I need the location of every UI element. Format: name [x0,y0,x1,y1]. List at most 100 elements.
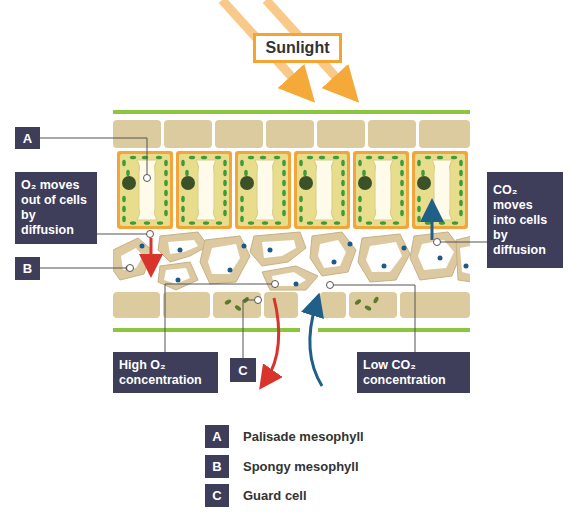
node-text: CO₂ moves into cells by diffusion [493,183,557,258]
callout-letter: C [230,358,256,382]
chloroplast-dots [382,264,387,269]
guard-cell-chloroplasts [364,305,372,312]
chloroplast-dots [464,264,469,269]
sunlight-box: Sunlight [253,33,342,63]
cuticle [318,328,470,332]
lower-epidermis [113,292,470,318]
spongy-cells [200,236,250,284]
chloroplast-dots [268,248,273,253]
guard-cell-chloroplasts [354,298,362,306]
key-letter: BSpongy mesophyll [205,455,229,478]
spongy-vacuoles [262,240,296,258]
spongy-vacuoles [208,244,240,274]
leader-lines [243,300,258,358]
leader-lines [40,138,487,358]
chloroplast-dots [294,282,299,287]
callout-box: O₂ moves out of cells by diffusion [15,172,97,244]
palisade-cells [294,151,350,229]
leader-ends [147,231,154,238]
node-text: Sunlight [266,39,330,57]
upper-epidermis [113,120,470,148]
guard-cell-chloroplasts [224,299,232,306]
spongy-cells [456,236,470,282]
palisade-cells [353,151,409,229]
leader-ends [327,282,334,289]
guard-cell-chloroplasts [224,296,380,312]
upper-epidermis [368,120,416,148]
leader-lines [97,234,150,235]
cuticle [113,110,470,114]
upper-epidermis [317,120,365,148]
leader-ends [255,297,262,304]
leader-ends [127,175,441,304]
node-text: A [212,429,221,444]
chloroplast-dots [176,278,181,283]
leader-ends [144,175,151,182]
leader-lines [165,284,275,352]
key-description: Guard cell [243,484,307,507]
chloroplast-dots [178,248,183,253]
lower-epidermis [264,292,298,318]
palisade-cells [117,151,468,229]
lower-epidermis [213,292,261,318]
leader-lines [330,285,415,352]
spongy-cells [113,232,470,290]
gas-arrows [266,298,279,380]
spongy-cells [358,234,410,282]
chloroplast-dots [242,244,247,249]
spongy-vacuoles [164,268,190,284]
chloroplast-dots [126,242,469,287]
spongy-vacuoles [168,240,198,254]
upper-epidermis [215,120,263,148]
callout-box: High O₂ concentration [113,352,218,393]
guard-cell-chloroplasts [373,296,380,304]
node-text: A [23,131,32,146]
palisade-cells [235,151,291,229]
gas-arrows [310,304,322,386]
spongy-vacuoles [318,240,346,268]
callout-letter: B [15,257,40,280]
spongy-cells [158,262,198,290]
node-text: C [212,488,221,503]
lower-epidermis [349,292,397,318]
chloroplast-dots [140,244,145,249]
lower-epidermis [113,292,160,318]
spongy-vacuoles [460,246,470,274]
spongy-cells [410,232,462,280]
callout-box: Low CO₂ concentration [357,352,470,393]
spongy-cells [310,232,356,276]
node-text: B [23,261,32,276]
spongy-cells [113,238,152,280]
chloroplast-dots [348,242,353,247]
spongy-cells [262,266,318,290]
cuticle [113,112,470,330]
leader-lines [437,242,487,243]
callout-box: CO₂ moves into cells by diffusion [487,172,563,268]
key-letter: APalisade mesophyll [205,425,229,448]
node-text: B [212,459,221,474]
callout-letter: A [15,127,40,149]
cuticle [113,328,300,332]
key-description: Spongy mesophyll [243,455,359,478]
lower-epidermis [320,292,346,318]
palisade-cells [117,151,173,229]
node-text: O₂ moves out of cells by diffusion [21,178,91,238]
lower-epidermis [163,292,210,318]
node-text: C [238,363,247,378]
spongy-vacuoles [121,240,470,286]
upper-epidermis [113,120,161,148]
upper-epidermis [266,120,314,148]
gas-arrows [431,210,434,240]
sunlight-arrows [222,0,344,86]
guard-cell-chloroplasts [234,304,242,312]
spongy-cells [158,232,208,262]
gas-arrows [150,238,153,266]
node-text: Low CO₂ concentration [363,358,464,388]
palisade-cells [412,151,468,229]
chloroplast-dots [438,256,443,261]
leaf-section [113,112,470,330]
leader-ends [127,265,134,272]
node-text: High O₂ concentration [119,358,212,388]
leader-ends [272,281,279,288]
